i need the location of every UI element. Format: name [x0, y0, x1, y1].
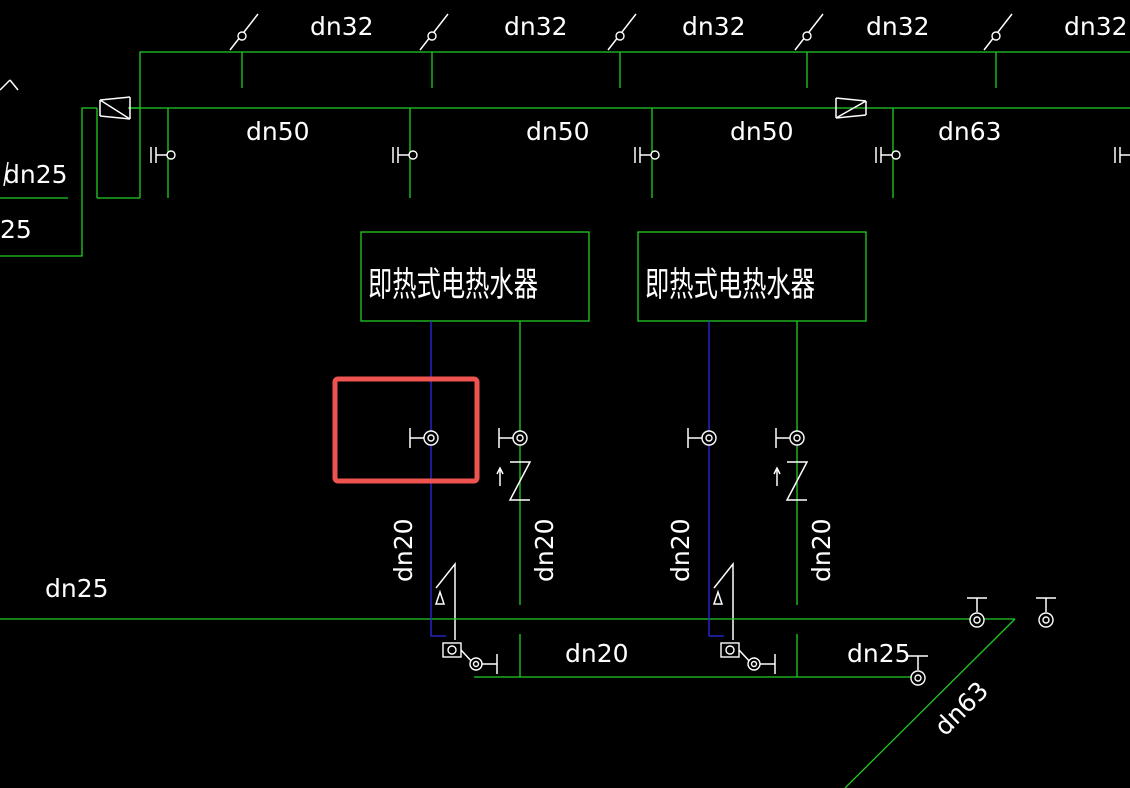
valve-icon-hot-1	[409, 428, 439, 448]
mixer-icon-2	[720, 634, 798, 677]
valve-icon-bottom-3	[1036, 597, 1056, 628]
label-dn50-2: dn50	[526, 117, 590, 146]
valve-icon-bottom-2	[967, 597, 987, 628]
valve-symbol-1	[229, 13, 259, 88]
valve-symbol-5	[983, 13, 1013, 88]
heater-label-2: 即热式电热水器	[645, 265, 815, 305]
label-25-left: 25	[0, 215, 32, 244]
label-dn32-1: dn32	[310, 12, 374, 41]
label-dn32-5: dn32	[1064, 12, 1128, 41]
label-dn25-bottom-right: dn25	[847, 639, 911, 668]
heater-1-risers	[409, 321, 532, 640]
highlight-box	[332, 376, 480, 484]
valve-icon-bottom-1	[908, 655, 928, 686]
label-dn32-3: dn32	[682, 12, 746, 41]
valve-symbol-4	[794, 13, 824, 88]
gate-valve-2	[392, 108, 418, 198]
valve-symbol-2	[419, 13, 449, 88]
gate-valve-5	[1114, 147, 1130, 163]
label-dn32-2: dn32	[504, 12, 568, 41]
label-dn50-3: dn50	[730, 117, 794, 146]
bottom-fittings	[442, 597, 1056, 686]
heater-box-1	[360, 231, 590, 322]
label-dn63-diagonal: dn63	[929, 676, 994, 741]
label-riser-4: dn20	[807, 518, 836, 582]
top-branch-pipe	[96, 51, 1130, 199]
label-dn25-left: dn25	[4, 160, 68, 189]
check-valve-icon-1	[496, 461, 532, 501]
heater-2: 即热式电热水器	[637, 231, 867, 322]
check-valve-icon-2	[773, 461, 809, 501]
main-drops	[150, 108, 1130, 198]
valve-icon-cold-2	[775, 428, 805, 448]
heater-1: 即热式电热水器	[360, 231, 590, 322]
main-pipe	[99, 96, 1130, 120]
gate-valve-1	[150, 108, 176, 198]
bottom-hot-connections	[430, 605, 724, 637]
valve-icon-cold-1	[498, 428, 528, 448]
label-dn20-bottom: dn20	[565, 639, 629, 668]
label-dn32-4: dn32	[866, 12, 930, 41]
label-dn25-bottom: dn25	[45, 574, 109, 603]
riser-outlet-1	[434, 561, 456, 640]
top-riser-valves	[229, 13, 1013, 88]
valve-icon-hot-2	[687, 428, 717, 448]
valve-symbol-3	[607, 13, 637, 88]
heater-label-1: 即热式电热水器	[368, 265, 538, 305]
gate-valve-3	[634, 108, 660, 198]
reducer-icon-left	[99, 96, 131, 120]
label-dn63-1: dn63	[938, 117, 1002, 146]
heater-2-risers	[687, 321, 809, 640]
label-riser-1: dn20	[389, 518, 418, 582]
label-riser-3: dn20	[666, 518, 695, 582]
gate-valve-4	[875, 108, 901, 198]
heater-box-2	[637, 231, 867, 322]
riser-outlet-2	[712, 561, 734, 640]
left-partial-pipes	[0, 79, 97, 257]
label-dn50-1: dn50	[246, 117, 310, 146]
mixer-icon-1	[442, 634, 521, 677]
reducer-icon-right	[835, 97, 867, 119]
bottom-main-pipe	[0, 618, 1016, 788]
label-riser-2: dn20	[530, 518, 559, 582]
